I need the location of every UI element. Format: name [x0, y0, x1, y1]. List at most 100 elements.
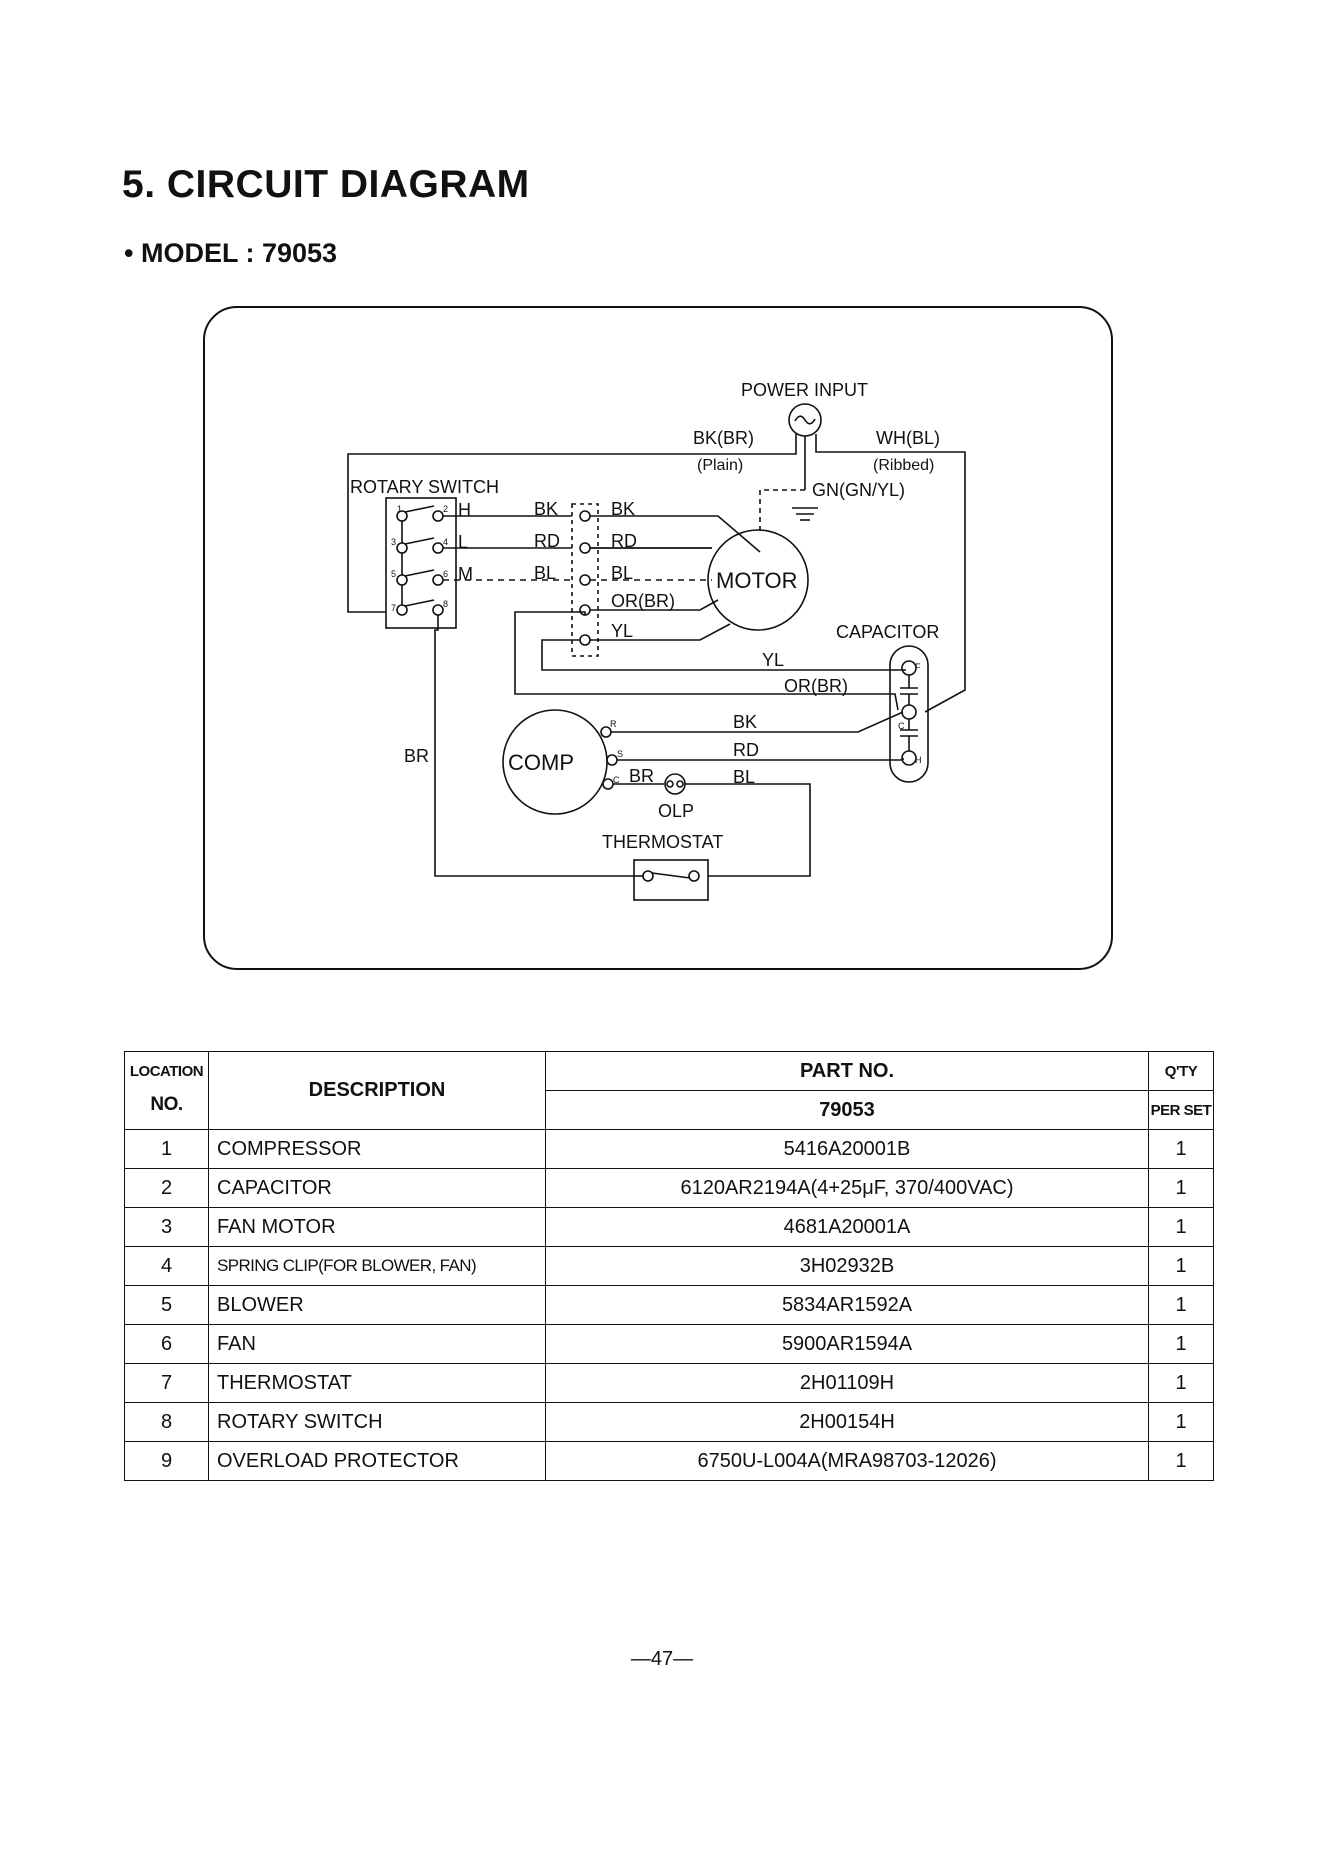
ac-wave-icon: [794, 415, 816, 425]
label-switch-m: M: [458, 564, 473, 584]
cell-part-no: 3H02932B: [545, 1246, 1149, 1286]
cell-part-no: 5416A20001B: [545, 1129, 1149, 1169]
label-rd-comp: RD: [733, 740, 759, 760]
svg-text:C: C: [613, 775, 620, 785]
header-qty: Q'TY: [1148, 1051, 1214, 1091]
svg-text:2: 2: [443, 504, 448, 514]
label-switch-h: H: [458, 500, 471, 520]
label-br-left: BR: [404, 746, 429, 766]
cell-qty: 1: [1148, 1246, 1214, 1286]
label-bk-right: BK: [611, 499, 635, 519]
wire-orbr-capacitor: [514, 611, 899, 711]
svg-text:C: C: [898, 721, 905, 731]
label-bl-comp: BL: [733, 767, 755, 787]
cell-location: 9: [124, 1441, 209, 1481]
label-olp: OLP: [658, 801, 694, 821]
page-title: 5. CIRCUIT DIAGRAM: [122, 163, 530, 206]
cell-qty: 1: [1148, 1441, 1214, 1481]
svg-text:6: 6: [443, 569, 448, 579]
cell-location: 1: [124, 1129, 209, 1169]
cell-part-no: 6750U-L004A(MRA98703-12026): [545, 1441, 1149, 1481]
label-bk-comp: BK: [733, 712, 757, 732]
cell-qty: 1: [1148, 1324, 1214, 1364]
cell-description: BLOWER: [208, 1285, 546, 1325]
table-row: 8 ROTARY SWITCH 2H00154H 1: [124, 1402, 1214, 1442]
page-number: —47—: [630, 1648, 694, 1670]
svg-text:1: 1: [397, 504, 402, 514]
wire-ground-dashed: [759, 489, 805, 532]
label-capacitor: CAPACITOR: [836, 622, 939, 642]
diagram-frame: [203, 306, 1113, 970]
cell-part-no: 4681A20001A: [545, 1207, 1149, 1247]
olp-symbol: [664, 773, 686, 795]
label-rotary-switch: ROTARY SWITCH: [350, 477, 499, 497]
cell-part-no: 6120AR2194A(4+25μF, 370/400VAC): [545, 1168, 1149, 1208]
label-br-comp: BR: [629, 766, 654, 786]
wire-comp-bk: [611, 711, 904, 733]
wire-yl-capacitor: [541, 639, 906, 671]
cell-description: FAN: [208, 1324, 546, 1364]
cell-qty: 1: [1148, 1168, 1214, 1208]
header-per-set: PER SET: [1148, 1090, 1214, 1130]
svg-text:7: 7: [391, 603, 396, 613]
label-ground: GN(GN/YL): [812, 480, 905, 500]
svg-text:3: 3: [391, 537, 396, 547]
label-wh-bl: WH(BL): [876, 428, 940, 448]
table-row: 5 BLOWER 5834AR1592A 1: [124, 1285, 1214, 1325]
label-bl-left: BL: [534, 563, 556, 583]
cell-qty: 1: [1148, 1285, 1214, 1325]
label-switch-l: L: [458, 532, 468, 552]
label-orbr-motor: OR(BR): [611, 591, 675, 611]
capacitor-symbol: [889, 645, 929, 783]
label-rd-left: RD: [534, 531, 560, 551]
cell-description: OVERLOAD PROTECTOR: [208, 1441, 546, 1481]
cell-location: 8: [124, 1402, 209, 1442]
wire-olp-bl: [685, 783, 811, 877]
cell-location: 7: [124, 1363, 209, 1403]
cell-qty: 1: [1148, 1207, 1214, 1247]
table-row: 6 FAN 5900AR1594A 1: [124, 1324, 1214, 1364]
svg-text:H: H: [915, 755, 922, 765]
label-rd-right: RD: [611, 531, 637, 551]
model-heading: • MODEL : 79053: [124, 238, 338, 268]
cell-location: 2: [124, 1168, 209, 1208]
svg-text:4: 4: [443, 537, 448, 547]
label-yl-motor: YL: [611, 621, 633, 641]
cell-part-no: 2H00154H: [545, 1402, 1149, 1442]
wire-br-thermostat: [434, 615, 634, 877]
label-ribbed: (Ribbed): [873, 457, 934, 474]
label-plain: (Plain): [697, 457, 743, 474]
svg-text:5: 5: [391, 569, 396, 579]
label-yl-cap: YL: [762, 650, 784, 670]
header-model: 79053: [545, 1090, 1149, 1130]
label-comp: COMP: [508, 750, 574, 775]
cell-description: CAPACITOR: [208, 1168, 546, 1208]
cell-location: 5: [124, 1285, 209, 1325]
table-row: 7 THERMOSTAT 2H01109H 1: [124, 1363, 1214, 1403]
cell-qty: 1: [1148, 1129, 1214, 1169]
wire-motor-orbr: [590, 599, 719, 611]
svg-text:R: R: [610, 719, 617, 729]
wire-motor-yl: [590, 623, 731, 641]
label-bk-br: BK(BR): [693, 428, 754, 448]
cell-qty: 1: [1148, 1402, 1214, 1442]
label-orbr-cap: OR(BR): [784, 676, 848, 696]
label-bl-right: BL: [611, 563, 633, 583]
terminal-connector: [571, 503, 599, 657]
thermostat-symbol: [633, 859, 709, 901]
motor-symbol: [707, 529, 809, 631]
table-row: 9 OVERLOAD PROTECTOR 6750U-L004A(MRA9870…: [124, 1441, 1214, 1481]
cell-description: COMPRESSOR: [208, 1129, 546, 1169]
wire-power-bk: [347, 434, 797, 613]
cell-qty: 1: [1148, 1363, 1214, 1403]
cell-description: FAN MOTOR: [208, 1207, 546, 1247]
cell-part-no: 5900AR1594A: [545, 1324, 1149, 1364]
label-power-input: POWER INPUT: [741, 380, 868, 400]
cell-location: 4: [124, 1246, 209, 1286]
wires: [347, 403, 966, 901]
rotary-switch-box: [385, 497, 457, 629]
